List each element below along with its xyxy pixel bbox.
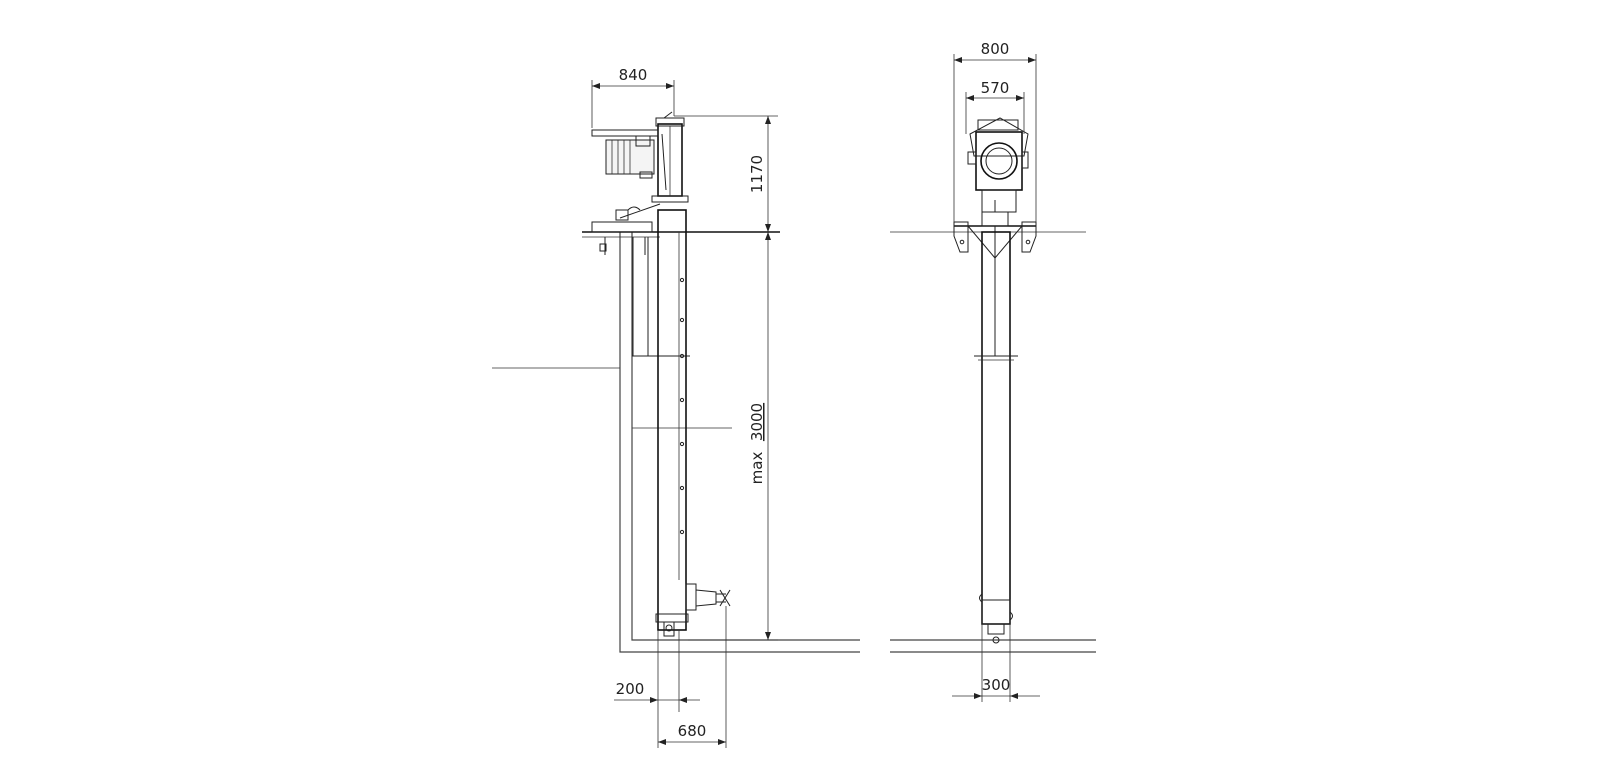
outlet-cross-2 (719, 589, 731, 607)
dim-840-label: 840 (619, 66, 648, 84)
motor-terminal-box (635, 135, 651, 147)
lift-handle-bar (591, 129, 659, 137)
outlet-nozzle (695, 589, 717, 607)
front-pump-column (981, 231, 1011, 625)
pit-wall-outline (619, 232, 860, 653)
dim-1170-label: 1170 (748, 155, 766, 193)
dim-680-arrow-right (718, 739, 726, 745)
dim-200-label: 200 (616, 680, 645, 698)
foot-bolt (665, 624, 673, 632)
bracket-bolt (599, 243, 607, 252)
dim-3000-arrow-bottom (765, 632, 771, 640)
dim-570-label: 570 (981, 79, 1010, 97)
column-fasteners (679, 277, 685, 535)
dim-800-label: 800 (981, 40, 1010, 58)
front-motor-end (980, 142, 1018, 180)
outlet-flange (685, 583, 697, 611)
front-motor-mount-left (967, 151, 977, 165)
pit-wall-inner (631, 232, 860, 641)
dim-570-arrow-left (966, 95, 974, 101)
front-foot-bolt (992, 636, 1000, 644)
front-motor-mount-right (1021, 151, 1029, 169)
dim-3000-arrow-top (765, 232, 771, 240)
dim-1170-arrow-bottom (765, 224, 771, 232)
dim-3000-label-group: max 3000 (748, 403, 766, 484)
dim-3000-prefix: max (748, 452, 766, 485)
front-frame-right-bracket (1021, 221, 1037, 253)
dim-840-arrow-right (666, 83, 674, 89)
front-top-plate (981, 211, 1009, 227)
motor-foot (639, 171, 653, 179)
dim-1170-arrow-top (765, 116, 771, 124)
dim-680-arrow-left (658, 739, 666, 745)
dim-800-arrow-left (954, 57, 962, 63)
strut-bracket (615, 209, 629, 221)
column-base (655, 613, 689, 623)
gearbox-top (655, 117, 685, 127)
side-view: 840 1170 max 3000 200 680 (492, 66, 860, 748)
pump-column (657, 209, 687, 631)
front-side-lug-left (979, 593, 983, 603)
lifting-eye (663, 111, 673, 119)
dim-300-label: 300 (982, 676, 1011, 694)
front-view: 800 570 300 (890, 40, 1096, 702)
dim-3000-label: 3000 (748, 403, 766, 441)
coupling-flange (651, 195, 689, 203)
dim-300-arrow-right (1010, 693, 1018, 699)
front-coupling (981, 189, 1017, 213)
dim-840-arrow-left (592, 83, 600, 89)
front-side-lug-right (1009, 611, 1013, 621)
dim-200-arrow-left (650, 697, 658, 703)
platform-bracket (591, 221, 653, 233)
support-strut (619, 203, 661, 219)
strut-hook (627, 206, 641, 211)
front-bracket-bolt-left (959, 239, 965, 245)
front-motor-hood (969, 117, 1029, 157)
front-bracket-bolt-right (1025, 239, 1031, 245)
dim-800-arrow-right (1028, 57, 1036, 63)
front-motor-end-inner (985, 147, 1013, 175)
column-foot (663, 621, 675, 637)
dim-680-label: 680 (678, 722, 707, 740)
front-brace-right (994, 225, 1023, 259)
dim-570-arrow-right (1016, 95, 1024, 101)
front-column-foot (987, 623, 1005, 635)
front-frame-left-bracket (953, 221, 969, 253)
front-column-base (981, 599, 1011, 625)
motor-cable (661, 133, 667, 191)
front-gearbox-body (975, 131, 1023, 191)
dim-200-arrow-right (679, 697, 687, 703)
front-gearbox-top (977, 119, 1019, 131)
dim-300-arrow-left (974, 693, 982, 699)
